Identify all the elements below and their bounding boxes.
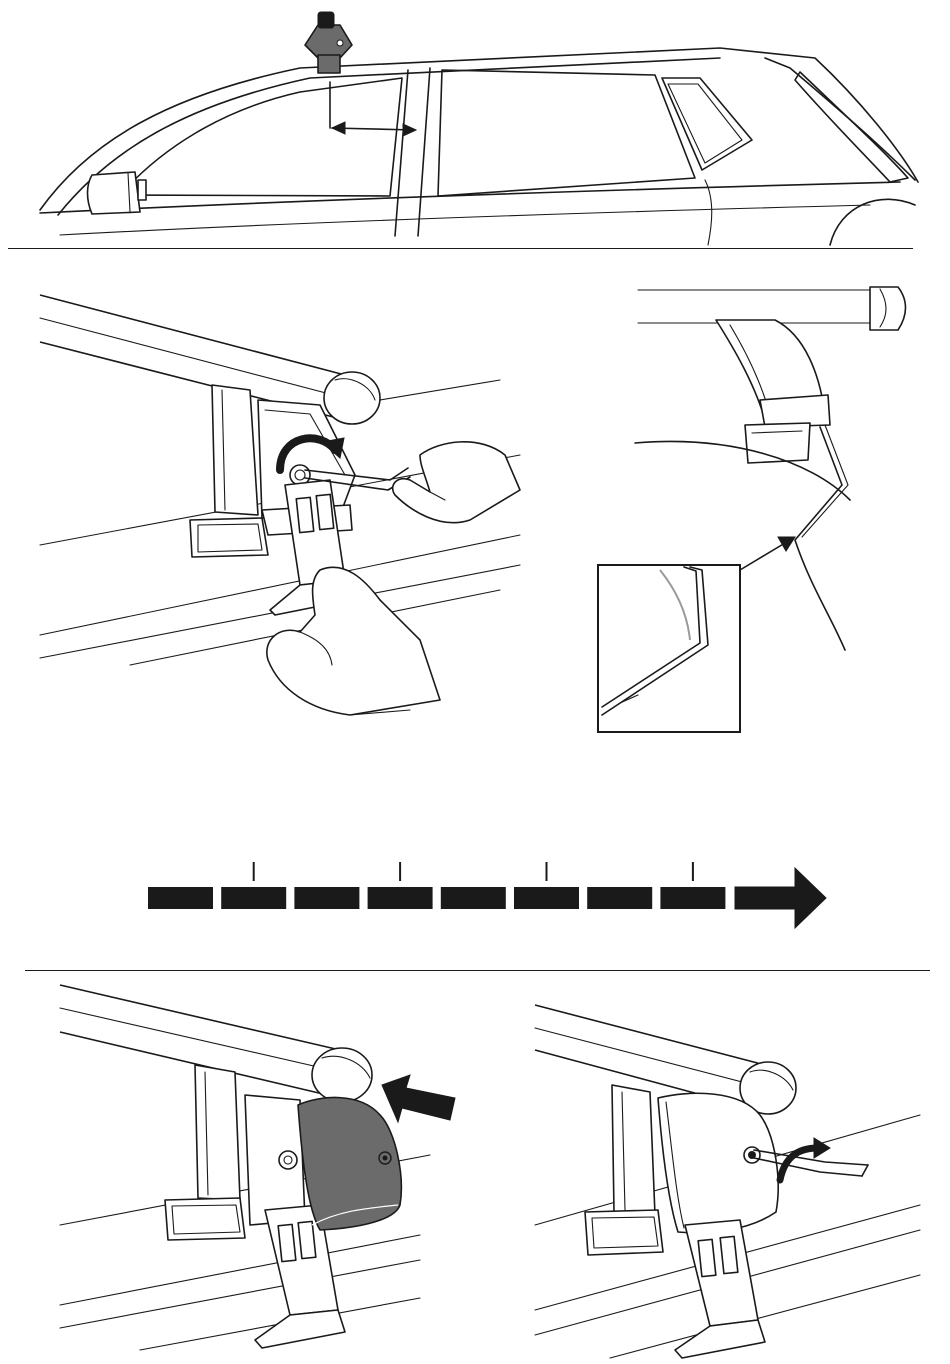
pointer-arrow-icon bbox=[740, 537, 795, 570]
magnifier-detail-box bbox=[598, 565, 740, 732]
foot-cover-icon bbox=[298, 1097, 401, 1230]
scale-segment bbox=[148, 887, 213, 909]
scale-segment bbox=[294, 887, 359, 909]
crossbar-icon bbox=[40, 295, 380, 424]
scale-segment bbox=[587, 887, 652, 909]
scale-segment bbox=[221, 887, 286, 909]
lock-cover-panel bbox=[500, 990, 950, 1364]
push-arrow-icon bbox=[382, 1075, 455, 1122]
progress-scale bbox=[148, 862, 725, 909]
car-body bbox=[40, 48, 918, 245]
roof-foot-icon bbox=[305, 12, 352, 73]
section-divider-bottom bbox=[25, 970, 930, 971]
tighten-foot-bolt-panel bbox=[0, 280, 560, 730]
scale-arrow-head-icon bbox=[735, 868, 826, 928]
scale-segment bbox=[660, 887, 725, 909]
scale-segment bbox=[514, 887, 579, 909]
scale-segment bbox=[368, 887, 433, 909]
roof-foot-icon bbox=[716, 320, 830, 463]
car-side-view-panel bbox=[0, 0, 950, 250]
scale-segment bbox=[441, 887, 506, 909]
measurement-arrow-icon bbox=[330, 82, 416, 136]
bracket-fit-detail-panel bbox=[580, 275, 920, 740]
section-divider-top bbox=[8, 248, 913, 249]
roof-foot-icon bbox=[585, 1085, 778, 1358]
attach-cover-panel bbox=[0, 980, 480, 1364]
progress-scale-panel bbox=[0, 850, 950, 940]
